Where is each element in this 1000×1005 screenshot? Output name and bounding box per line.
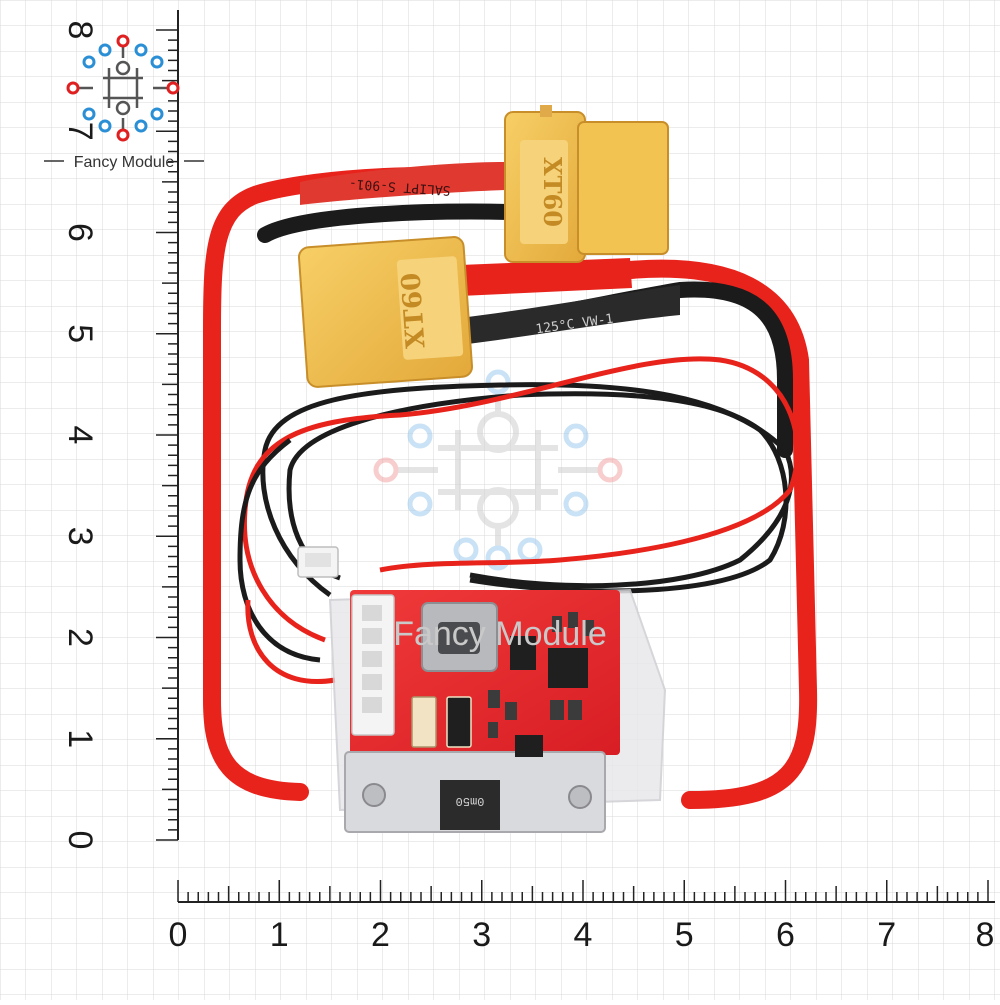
mosfet-chip: [510, 636, 536, 670]
vertical-ruler-label: 2: [61, 628, 99, 647]
red-power-wire-right: [621, 259, 818, 809]
horizontal-ruler-label: 8: [976, 916, 995, 954]
smd-components: [488, 612, 594, 738]
capacitor-2: [446, 696, 472, 748]
ic-chip: [548, 648, 588, 688]
horizontal-ruler-label: 3: [472, 916, 491, 954]
vertical-ruler-label: 0: [61, 831, 99, 850]
capacitor-1: [411, 696, 437, 748]
vertical-ruler-label: 5: [61, 324, 99, 343]
sleeve-top-text: SALIPT S-901-: [348, 175, 451, 197]
horizontal-ruler-label: 2: [371, 916, 390, 954]
vertical-ruler-label: 8: [61, 21, 99, 40]
signal-wire-black-3: [237, 438, 321, 663]
pcb-module: 0m50: [328, 588, 667, 833]
xt60-connector-left: XT60: [297, 236, 474, 388]
brand-logo: [66, 34, 180, 142]
jst-connector: [297, 546, 339, 578]
vertical-ruler-label: 3: [61, 527, 99, 546]
brand-name: Fancy Module: [74, 154, 175, 171]
xt60-top-label: XT60: [538, 157, 567, 227]
shunt-marking: 0m50: [456, 794, 485, 808]
black-heat-shrink-sleeve: [460, 285, 680, 345]
transistor-chip: [515, 735, 543, 757]
horizontal-ruler-label: 7: [877, 916, 896, 954]
signal-wire-red-2: [245, 599, 336, 684]
horizontal-ruler-label: 5: [675, 916, 694, 954]
mounting-screw-left: [362, 783, 386, 807]
red-heat-shrink-sleeve: [300, 162, 505, 205]
black-power-wire-top: [257, 203, 518, 243]
horizontal-ruler-label: 6: [776, 916, 795, 954]
shunt-resistor: [440, 780, 500, 830]
vertical-ruler-label: 6: [61, 223, 99, 242]
xt60-connector-top: XT60: [504, 105, 669, 263]
vertical-ruler: 0 1 2 3 4 5 6 7 8: [61, 10, 179, 850]
vertical-ruler-label: 7: [61, 122, 99, 141]
horizontal-ruler: 0 1 2 3 4 5 6 7 8: [169, 880, 995, 954]
vertical-ruler-label: 4: [61, 426, 99, 445]
horizontal-ruler-label: 4: [574, 916, 593, 954]
horizontal-ruler-label: 0: [169, 916, 188, 954]
signal-wire-black: [286, 391, 789, 594]
xt60-left-label: XT60: [396, 272, 431, 350]
vertical-ruler-label: 1: [61, 729, 99, 748]
horizontal-ruler-label: 1: [270, 916, 289, 954]
mounting-screw-right: [568, 785, 592, 809]
red-sleeve-connector: [460, 258, 632, 296]
watermark-text: Fancy Module: [393, 615, 607, 653]
